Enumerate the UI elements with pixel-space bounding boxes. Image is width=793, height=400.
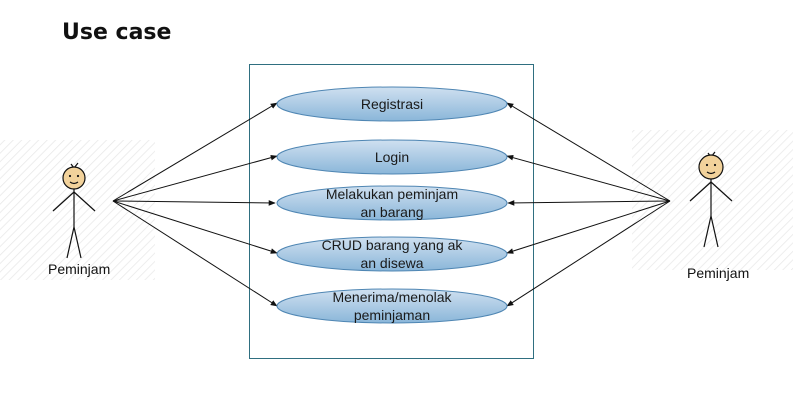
actor-left: Peminjam (48, 162, 110, 277)
left-associations (112, 102, 278, 307)
right-actor-background (632, 130, 793, 270)
assoc-right-menerima (506, 200, 671, 307)
stick-figure-icon (689, 151, 733, 248)
use-case-label-line-2: an disewa (360, 255, 423, 271)
actor-left-label: Peminjam (48, 261, 110, 277)
assoc-right-peminjaman (507, 200, 671, 206)
use-case-label-line-1: Menerima/menolak (332, 289, 452, 305)
assoc-right-registrasi (506, 102, 671, 202)
use-case-crud: CRUD barang yang ak an disewa (276, 236, 508, 272)
assoc-left-registrasi (112, 102, 278, 202)
right-associations (506, 102, 671, 307)
assoc-right-login (506, 154, 671, 202)
assoc-left-menerima (112, 200, 278, 307)
assoc-left-peminjaman (112, 200, 276, 206)
use-case-label-line-2: an barang (360, 204, 423, 220)
stick-figure-icon (52, 162, 96, 259)
assoc-right-crud (506, 200, 671, 254)
left-actor-background (0, 140, 155, 280)
use-case-label: Login (375, 149, 409, 165)
use-case-label: Registrasi (361, 96, 423, 112)
use-case-login: Login (276, 139, 508, 175)
actor-right: Peminjam (687, 151, 749, 281)
use-case-label-line-1: CRUD barang yang ak (322, 237, 464, 253)
system-boundary (249, 64, 534, 359)
actor-right-label: Peminjam (687, 265, 749, 281)
use-case-label-line-1: Melakukan peminjam (326, 186, 458, 202)
use-case-peminjaman: Melakukan peminjam an barang (276, 185, 508, 221)
diagram-title: Use case (62, 20, 171, 45)
use-case-label-line-2: peminjaman (354, 307, 430, 323)
use-case-menerima: Menerima/menolak peminjaman (276, 288, 508, 324)
use-case-registrasi: Registrasi (276, 86, 508, 122)
assoc-left-crud (112, 200, 278, 254)
assoc-left-login (112, 154, 278, 202)
